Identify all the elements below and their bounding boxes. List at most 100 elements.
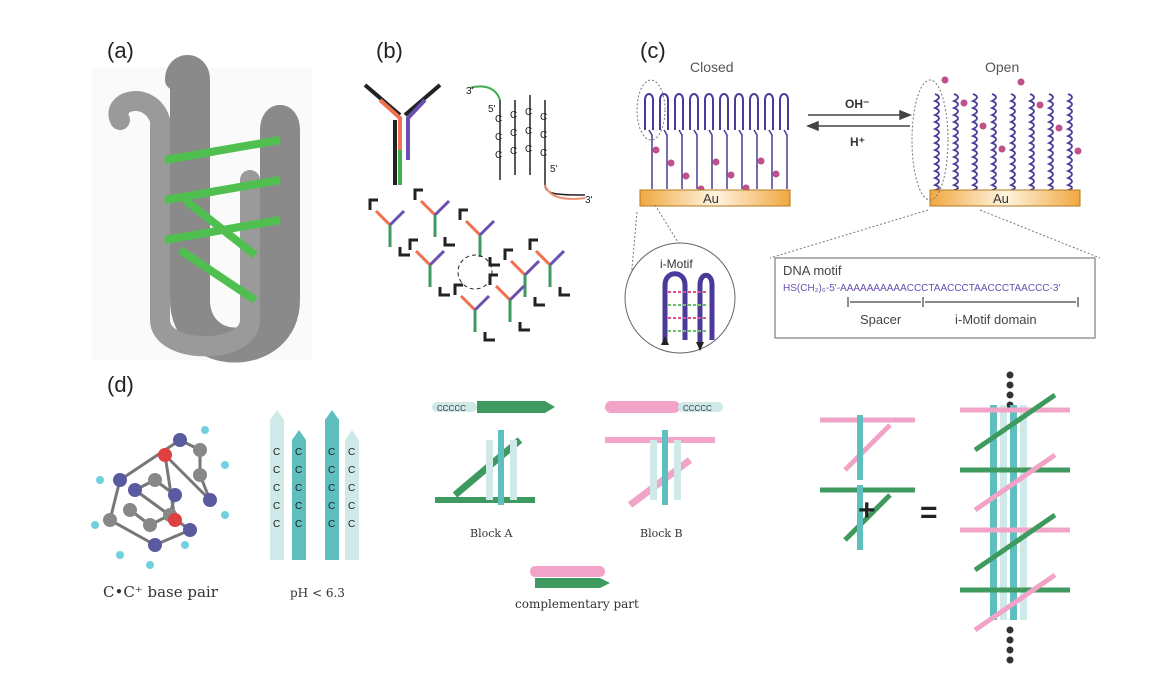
ion — [998, 145, 1006, 153]
base-c-label: C — [273, 483, 280, 494]
base-c-label: C — [495, 150, 502, 161]
hydrogen — [221, 511, 229, 519]
gold-substrate-left — [639, 189, 791, 207]
bond — [163, 453, 212, 502]
base-c-label: C — [495, 114, 502, 125]
base-c-label: C — [295, 465, 302, 476]
base-c-label: C — [540, 112, 547, 123]
imotif-strand — [674, 93, 684, 130]
ion — [652, 146, 660, 154]
spacer-strand — [648, 129, 653, 189]
atom — [103, 513, 117, 527]
y-arm — [528, 238, 538, 250]
y-arm — [433, 199, 451, 217]
atom — [173, 433, 187, 447]
closed-label: Closed — [690, 59, 734, 75]
spacer-strand — [708, 129, 713, 189]
y-arm — [464, 219, 482, 237]
strand — [857, 485, 863, 550]
y-arm — [368, 198, 378, 210]
spacer-strand — [783, 129, 788, 189]
strand — [973, 572, 1057, 633]
imotif-strand — [719, 93, 729, 130]
ion — [1074, 147, 1082, 155]
base-c-label: C — [295, 519, 302, 530]
ion — [682, 172, 690, 180]
base-c-label: C — [273, 465, 280, 476]
equals-sign: = — [920, 496, 938, 529]
base-c-label: C — [540, 130, 547, 141]
spacer-strand — [663, 129, 668, 189]
closed-strands — [644, 93, 789, 193]
y-arm — [453, 283, 463, 295]
y-arm — [413, 188, 423, 200]
base-pair-label: C•C⁺ base pair — [103, 583, 219, 601]
plus-sign: + — [858, 494, 876, 527]
y-arm — [374, 209, 392, 227]
block-b-label: Block B — [640, 527, 683, 540]
y-arm — [518, 322, 530, 332]
base-c-label: C — [273, 519, 280, 530]
ion — [979, 122, 987, 130]
atom — [168, 513, 182, 527]
base-c-label: C — [273, 447, 280, 458]
y-arm — [443, 237, 455, 247]
ccccc-label: CCCCC — [683, 404, 712, 413]
au-label: Au — [703, 191, 719, 206]
open-strands — [932, 76, 1082, 191]
ion — [667, 159, 675, 167]
imotif-tube-model — [92, 55, 312, 363]
atom — [148, 538, 162, 552]
y-junction-motif — [363, 83, 442, 185]
base-c-label: C — [510, 146, 517, 157]
y-arm — [388, 209, 406, 227]
ellipsis-dot — [1006, 391, 1014, 399]
open-strand — [970, 93, 978, 191]
y-arm — [458, 208, 468, 220]
imotif-strand — [689, 93, 699, 130]
block-a: CCCCC Block A — [432, 401, 555, 540]
ph-label: pH < 6.3 — [290, 586, 345, 600]
bond — [119, 438, 181, 482]
imotif-domain-label: i-Motif domain — [955, 312, 1037, 327]
five-prime-label: 5' — [488, 104, 496, 115]
ellipsis-dot — [1006, 646, 1014, 654]
atom — [203, 493, 217, 507]
y-arm — [483, 332, 495, 342]
dna-motif-box: DNA motif HS(CH₂)₆-5'-AAAAAAAAAACCCTAACC… — [774, 257, 1096, 339]
spacer-strand — [738, 129, 743, 189]
strand — [857, 415, 863, 480]
base-c-label: C — [525, 107, 532, 118]
y-arm — [488, 257, 500, 267]
base-c-label: C — [495, 132, 502, 143]
strand-arrow — [270, 410, 284, 560]
ion — [941, 76, 949, 84]
open-label: Open — [985, 59, 1019, 75]
imotif-inset: i-Motif — [624, 242, 736, 354]
base-c-label: C — [348, 465, 355, 476]
strand — [973, 392, 1057, 453]
open-strand — [951, 93, 959, 191]
ellipsis-dot — [1006, 656, 1014, 664]
complementary-label: complementary part — [515, 597, 639, 611]
ion — [757, 157, 765, 165]
base-c-label: C — [525, 126, 532, 137]
five-prime-label: 5' — [550, 164, 558, 175]
strand — [1000, 405, 1007, 620]
atom — [128, 483, 142, 497]
base-c-label: C — [328, 483, 335, 494]
ellipsis-dot — [1006, 381, 1014, 389]
spacer-label: Spacer — [860, 312, 902, 327]
atom — [168, 488, 182, 502]
open-strand — [1065, 93, 1073, 191]
ellipsis-dot — [1006, 371, 1014, 379]
base-c-label: C — [328, 465, 335, 476]
open-strand — [1046, 93, 1054, 191]
ccccc-label: CCCCC — [437, 404, 466, 413]
spacer-strand — [693, 129, 698, 189]
three-prime-label: 3' — [466, 86, 474, 97]
imotif-strand — [764, 93, 774, 130]
